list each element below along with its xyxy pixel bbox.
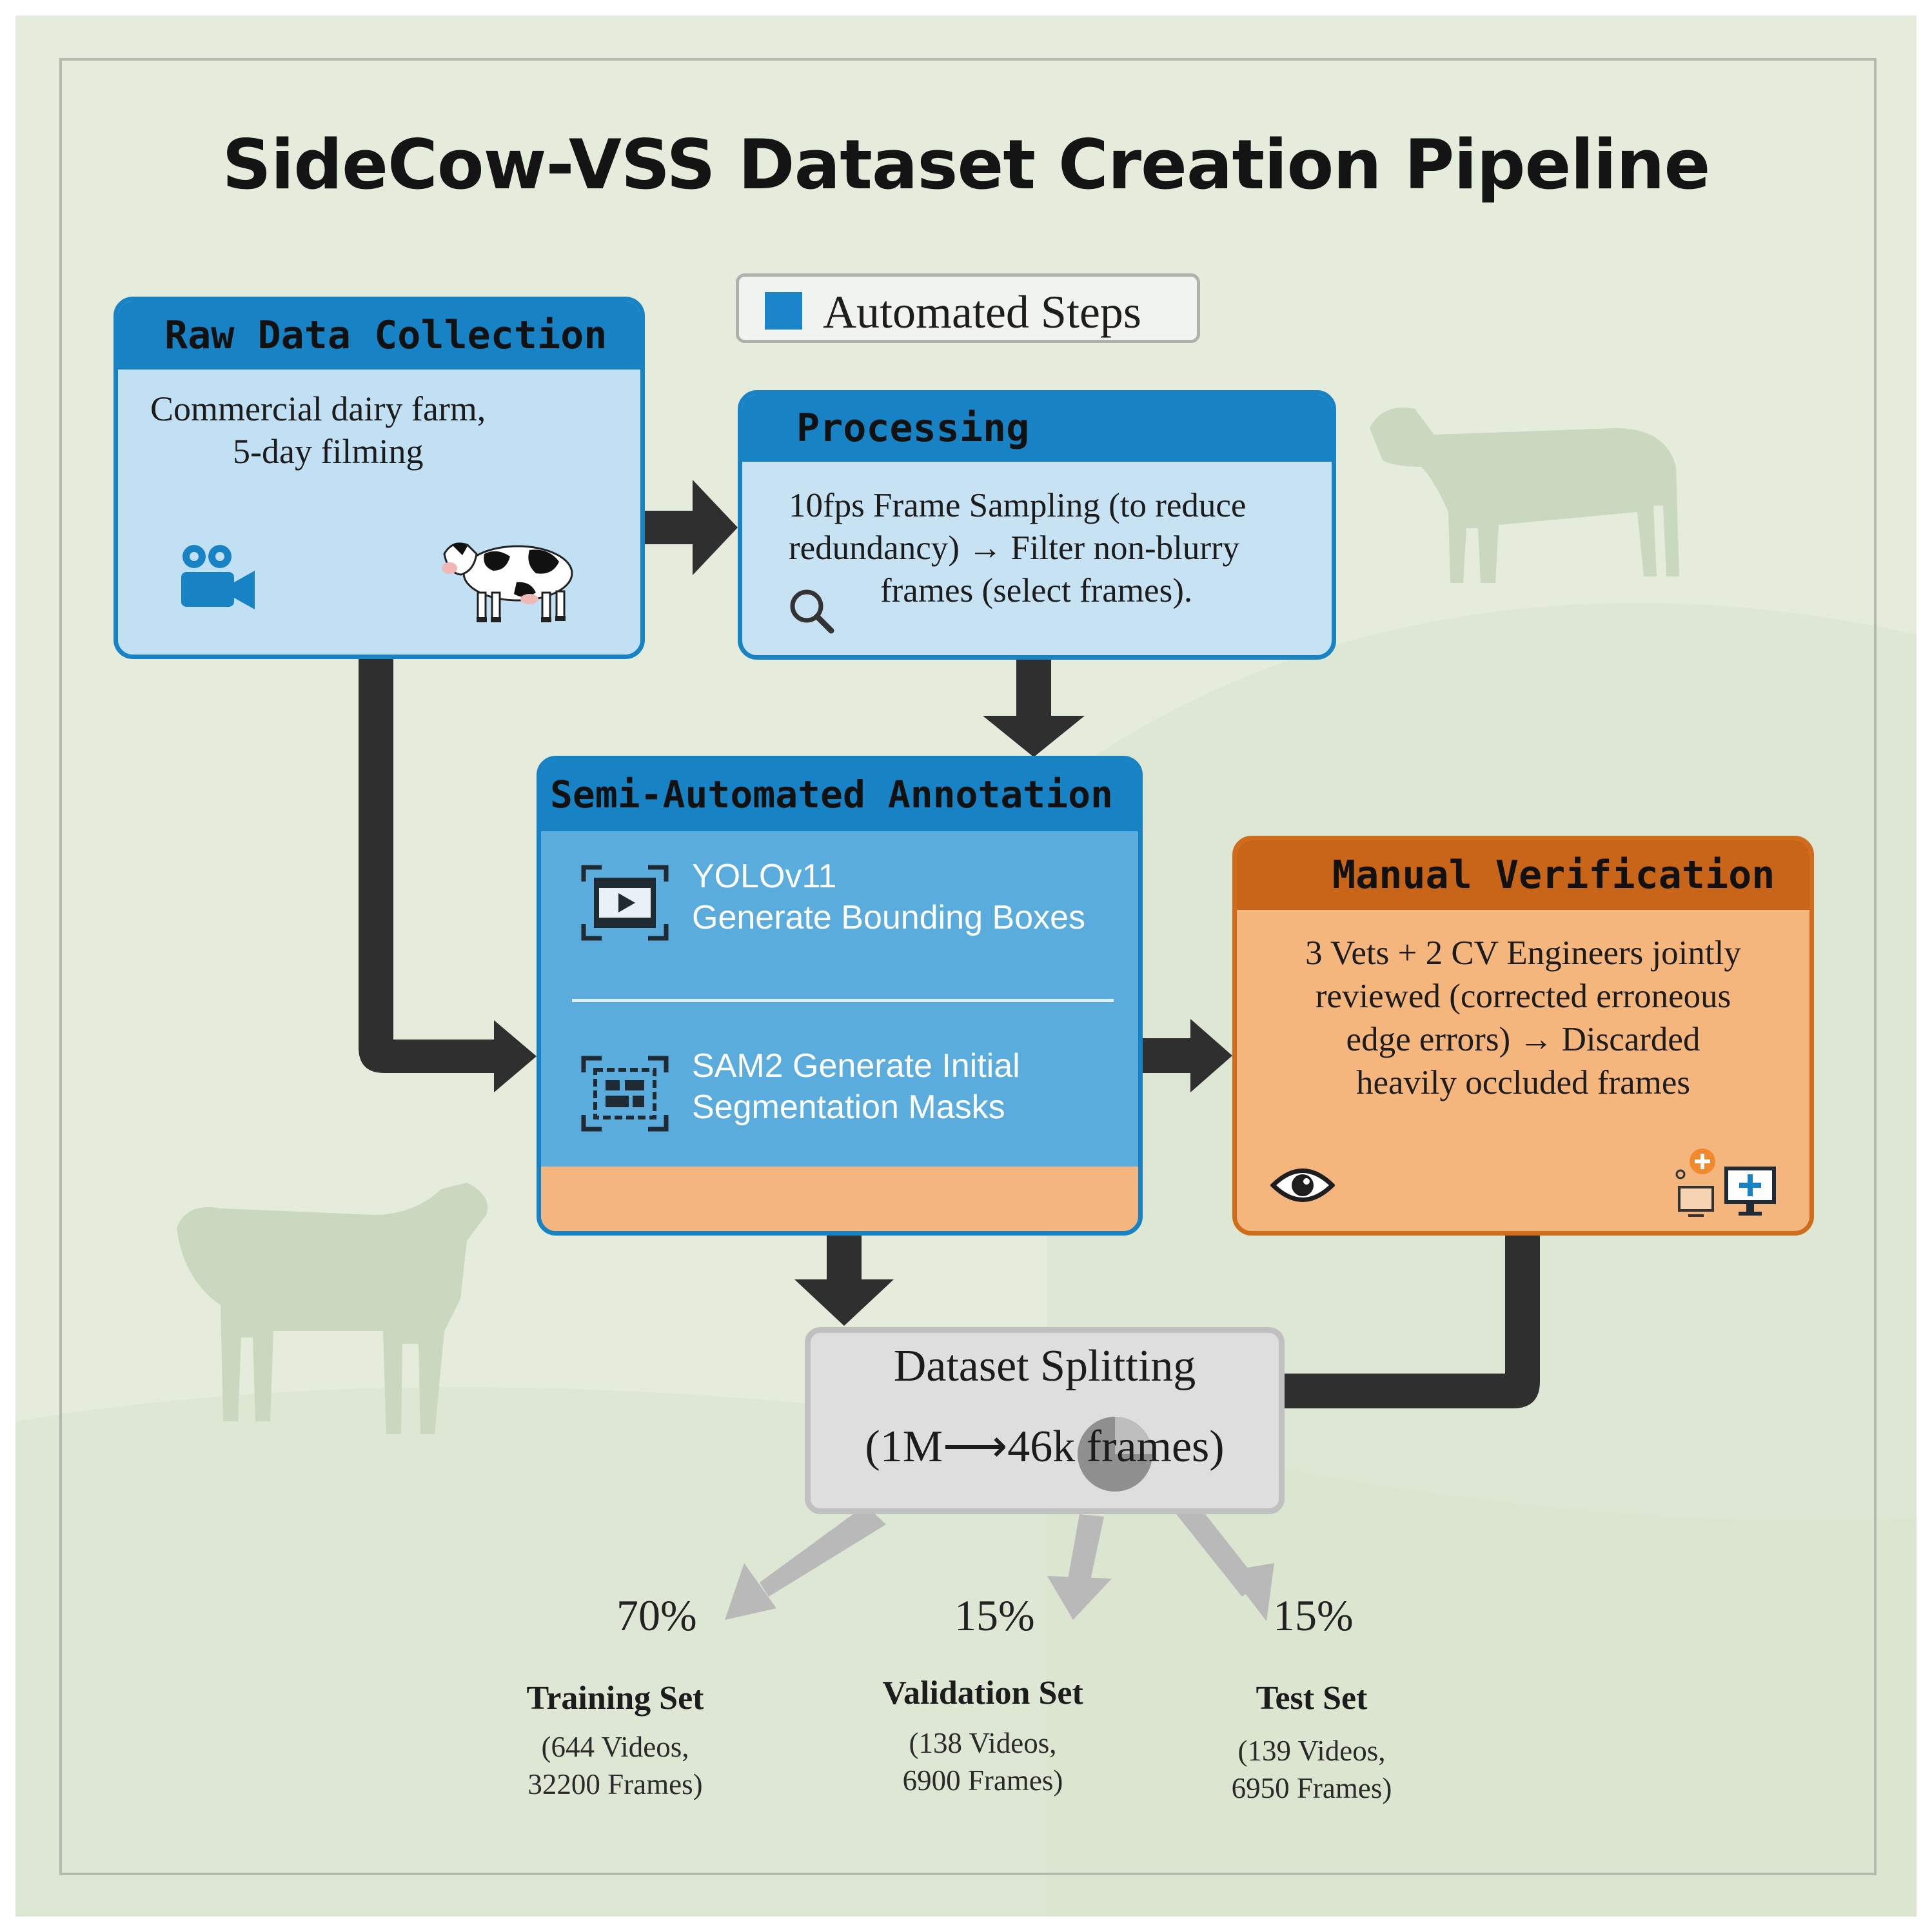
arrow-to-validation (1047, 1514, 1112, 1620)
outer-frame (59, 58, 1877, 1875)
arrow-annotation-to-manual (1143, 1019, 1232, 1092)
dataset-splitting-title: Dataset Splitting (893, 1341, 1196, 1391)
training-set-frames: 32200 Frames) (527, 1768, 703, 1800)
review-monitors-icon (1675, 1148, 1776, 1217)
dataset-splitting-box: Dataset Splitting (1M⟶46k frames) (805, 1327, 1285, 1514)
arrow-raw-to-processing (645, 480, 738, 575)
raw-data-line-1: Commercial dairy farm, (150, 389, 486, 428)
validation-set-name: Validation Set (882, 1675, 1083, 1711)
validation-set-videos: (138 Videos, (909, 1727, 1057, 1759)
manual-line-2: reviewed (corrected erroneous (1315, 978, 1731, 1015)
processing-line-3: frames (select frames). (880, 572, 1193, 609)
annotation-manual-band (541, 1167, 1138, 1231)
semi-automated-annotation-header: Semi-Automated Annotation (541, 760, 1138, 831)
magnifier-icon (790, 589, 834, 634)
legend-label: Automated Steps (823, 286, 1141, 338)
raw-data-line-2: 5-day filming (233, 432, 424, 471)
training-set-name: Training Set (526, 1680, 704, 1717)
diagram-title: SideCow-VSS Dataset Creation Pipeline (222, 125, 1711, 204)
manual-line-4: heavily occluded frames (1356, 1064, 1690, 1101)
test-set-videos: (139 Videos, (1237, 1735, 1386, 1767)
processing-line-1: 10fps Frame Sampling (to reduce (789, 487, 1247, 524)
arrow-to-test (1176, 1505, 1274, 1621)
test-percent: 15% (1273, 1591, 1354, 1640)
yolo-line-2: Generate Bounding Boxes (692, 899, 1085, 936)
dataset-splitting-subtitle: (1M⟶46k frames) (865, 1422, 1225, 1472)
processing-box: Processing 10fps Frame Sampling (to redu… (738, 390, 1336, 660)
segmentation-icon (581, 1056, 669, 1132)
processing-line-2: redundancy) → Filter non-blurry (789, 529, 1240, 567)
validation-percent: 15% (954, 1591, 1035, 1640)
eye-icon (1270, 1168, 1335, 1202)
training-percent: 70% (616, 1591, 697, 1640)
video-camera-icon (181, 545, 255, 609)
raw-data-collection-box: Raw Data Collection Commercial dairy far… (113, 297, 645, 659)
sam-line-1: SAM2 Generate Initial (692, 1047, 1020, 1085)
processing-body: 10fps Frame Sampling (to reduce redundan… (742, 462, 1332, 655)
section-divider (572, 999, 1114, 1002)
arrow-to-training (725, 1505, 886, 1620)
cow-silhouette-left (177, 1183, 488, 1434)
arrow-annotation-to-splitting (794, 1236, 894, 1326)
arrow-manual-to-splitting (1285, 1236, 1540, 1408)
test-set-name: Test Set (1256, 1680, 1368, 1717)
arrow-processing-to-annotation (983, 660, 1085, 757)
pie-icon (1078, 1417, 1152, 1492)
sam-line-2: Segmentation Masks (692, 1089, 1005, 1126)
cow-silhouette-right (1370, 408, 1679, 583)
manual-verification-box: Manual Verification 3 Vets + 2 CV Engine… (1232, 836, 1814, 1236)
raw-data-collection-header: Raw Data Collection (118, 301, 640, 370)
raw-data-collection-body: Commercial dairy farm, 5-day filming (118, 370, 640, 655)
video-frame-icon (581, 865, 669, 941)
manual-line-1: 3 Vets + 2 CV Engineers jointly (1305, 934, 1741, 972)
validation-set-frames: 6900 Frames) (902, 1764, 1063, 1797)
test-set-frames: 6950 Frames) (1231, 1772, 1392, 1804)
manual-line-3: edge errors) → Discarded (1346, 1021, 1700, 1058)
arrow-raw-to-annotation (359, 659, 537, 1092)
manual-verification-header: Manual Verification (1237, 840, 1809, 910)
legend: Automated Steps (736, 273, 1200, 343)
diagram-canvas: SideCow-VSS Dataset Creation Pipeline Au… (15, 15, 1917, 1917)
semi-automated-annotation-box: Semi-Automated Annotation YOLOv11 Genera… (537, 756, 1143, 1236)
legend-swatch (765, 292, 802, 330)
training-set-videos: (644 Videos, (541, 1731, 689, 1763)
cow-icon (442, 542, 573, 622)
manual-verification-text: 3 Vets + 2 CV Engineers jointly reviewed… (1237, 932, 1809, 1105)
processing-header: Processing (742, 395, 1332, 462)
yolo-line-1: YOLOv11 (692, 858, 837, 895)
connector-arrows (359, 480, 1540, 1621)
